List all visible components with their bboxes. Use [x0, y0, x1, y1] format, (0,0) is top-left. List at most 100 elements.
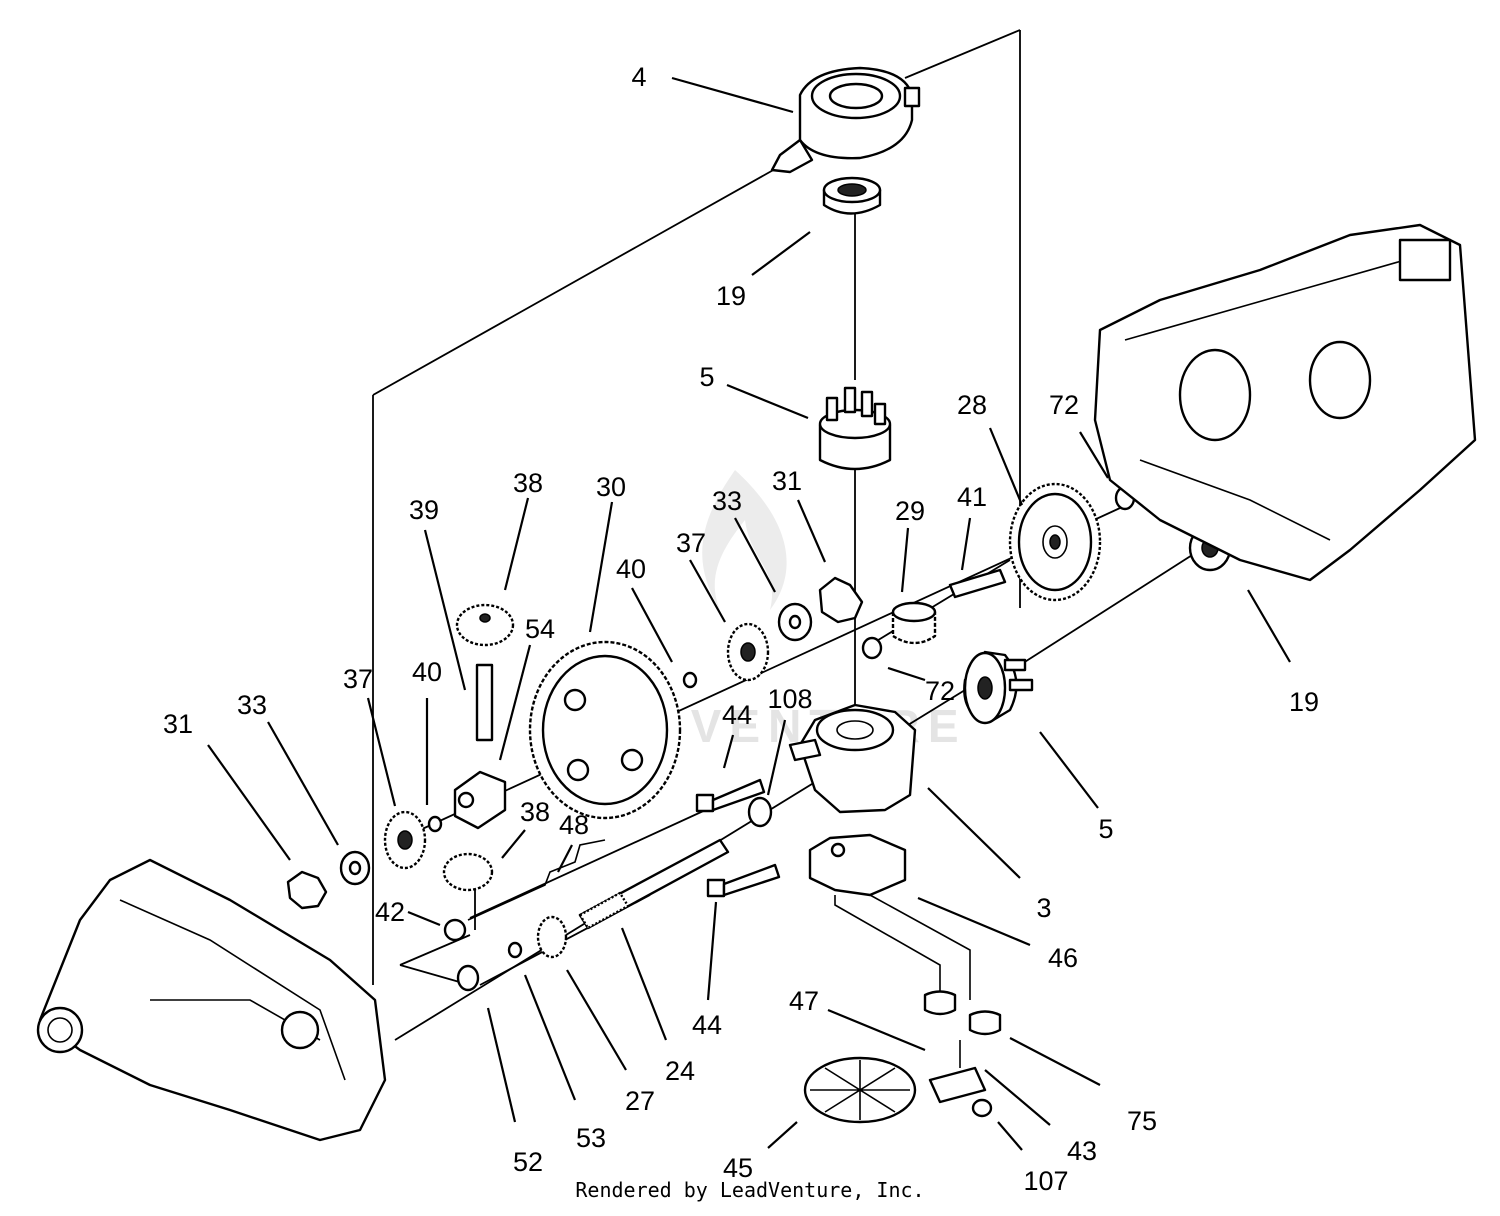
watermark-flame-icon — [702, 470, 787, 610]
callout-47: 47 — [789, 986, 819, 1016]
part-72-washer — [861, 636, 883, 660]
callout-43: 43 — [1067, 1136, 1097, 1166]
part-24-shaft — [578, 838, 730, 930]
callout-38: 38 — [513, 468, 543, 498]
callout-107: 107 — [1023, 1166, 1068, 1196]
part-48-rod — [467, 839, 606, 921]
leader-line — [486, 1007, 517, 1123]
part-37-gear — [726, 622, 770, 682]
callout-31: 31 — [772, 466, 802, 496]
leader-line — [366, 697, 397, 807]
callout-45: 45 — [723, 1153, 753, 1183]
part-27-gear — [536, 915, 568, 959]
leader-line — [796, 499, 827, 563]
callout-53: 53 — [576, 1123, 606, 1153]
assembly-line — [419, 507, 1121, 831]
callout-24: 24 — [665, 1056, 695, 1086]
part-40-clip — [682, 671, 698, 689]
part-47-cap — [923, 990, 957, 1016]
callout-29: 29 — [895, 496, 925, 526]
leader-line — [588, 501, 614, 633]
callout-41: 41 — [957, 482, 987, 512]
callout-37: 37 — [676, 528, 706, 558]
leader-line — [726, 383, 809, 420]
callout-3: 3 — [1036, 893, 1051, 923]
part-29-gear — [891, 601, 937, 645]
leader-line — [498, 644, 532, 761]
callout-37: 37 — [343, 664, 373, 694]
part-3-center-housing — [788, 703, 917, 814]
part-75-cap — [968, 1010, 1002, 1036]
leader-line — [722, 734, 735, 769]
callout-labels: 4 19 5 28 72 38 30 31 33 39 37 29 41 40 … — [163, 62, 1319, 1196]
leader-line — [766, 719, 787, 796]
leader-line — [734, 517, 776, 593]
callout-30: 30 — [596, 472, 626, 502]
leader-line — [1009, 1037, 1101, 1086]
callout-40: 40 — [616, 554, 646, 584]
leader-line — [1247, 589, 1291, 663]
callout-28: 28 — [957, 390, 987, 420]
leader-line — [267, 721, 339, 846]
leader-line — [523, 974, 577, 1101]
assembly-line — [904, 29, 1021, 79]
leader-line — [207, 744, 291, 861]
part-108-washer — [747, 796, 773, 828]
leader-line — [917, 896, 1031, 947]
callout-44: 44 — [692, 1010, 722, 1040]
leader-lines — [207, 76, 1291, 1151]
callout-40: 40 — [412, 657, 442, 687]
part-107-clip — [971, 1098, 993, 1118]
leader-line — [960, 517, 972, 571]
part-5-upper-block — [818, 386, 892, 471]
callout-31: 31 — [163, 709, 193, 739]
part-44-bolt — [695, 778, 766, 813]
callout-33: 33 — [237, 690, 267, 720]
leader-line — [900, 527, 910, 593]
callout-4: 4 — [631, 62, 646, 92]
callout-48: 48 — [559, 810, 589, 840]
part-41-pin — [948, 568, 1007, 599]
callout-44: 44 — [722, 700, 752, 730]
leader-line — [984, 1069, 1051, 1126]
leader-line — [827, 1008, 926, 1052]
assembly-line — [1019, 549, 1201, 666]
part-53-clip — [507, 941, 523, 959]
callout-42: 42 — [375, 897, 405, 927]
leader-line — [501, 829, 526, 859]
callout-75: 75 — [1127, 1106, 1157, 1136]
part-31-coupler — [286, 870, 328, 910]
part-19-upper-bearing — [822, 176, 882, 215]
leader-line — [689, 559, 726, 623]
part-52-washer — [456, 964, 480, 992]
leader-line — [620, 927, 668, 1041]
assembly-line — [372, 154, 801, 396]
part-46-bracket — [808, 833, 971, 1000]
leader-line — [423, 529, 467, 691]
leader-line — [407, 910, 441, 927]
footer-credit: Rendered by LeadVenture, Inc. — [575, 1178, 925, 1202]
part-38-bevel-gear — [455, 603, 515, 647]
callout-27: 27 — [625, 1086, 655, 1116]
part-33-washer — [777, 602, 813, 642]
part-38-bevel-gear — [442, 852, 494, 892]
callout-33: 33 — [712, 486, 742, 516]
part-40-clip — [427, 815, 443, 833]
part-31-coupler — [818, 576, 864, 624]
callout-54: 54 — [525, 614, 555, 644]
callout-72: 72 — [925, 676, 955, 706]
leader-line — [997, 1121, 1023, 1151]
leader-line — [631, 587, 673, 663]
part-45-filter — [803, 1056, 917, 1124]
callout-38: 38 — [520, 797, 550, 827]
leader-line — [1039, 731, 1099, 809]
leader-line — [887, 666, 926, 682]
leader-line — [927, 787, 1021, 879]
part-54-cross-block — [453, 770, 507, 830]
leader-line — [767, 1121, 798, 1149]
leader-line — [503, 497, 530, 591]
callout-72: 72 — [1049, 390, 1079, 420]
part-28-gear — [1008, 482, 1102, 602]
callout-5: 5 — [1098, 814, 1113, 844]
